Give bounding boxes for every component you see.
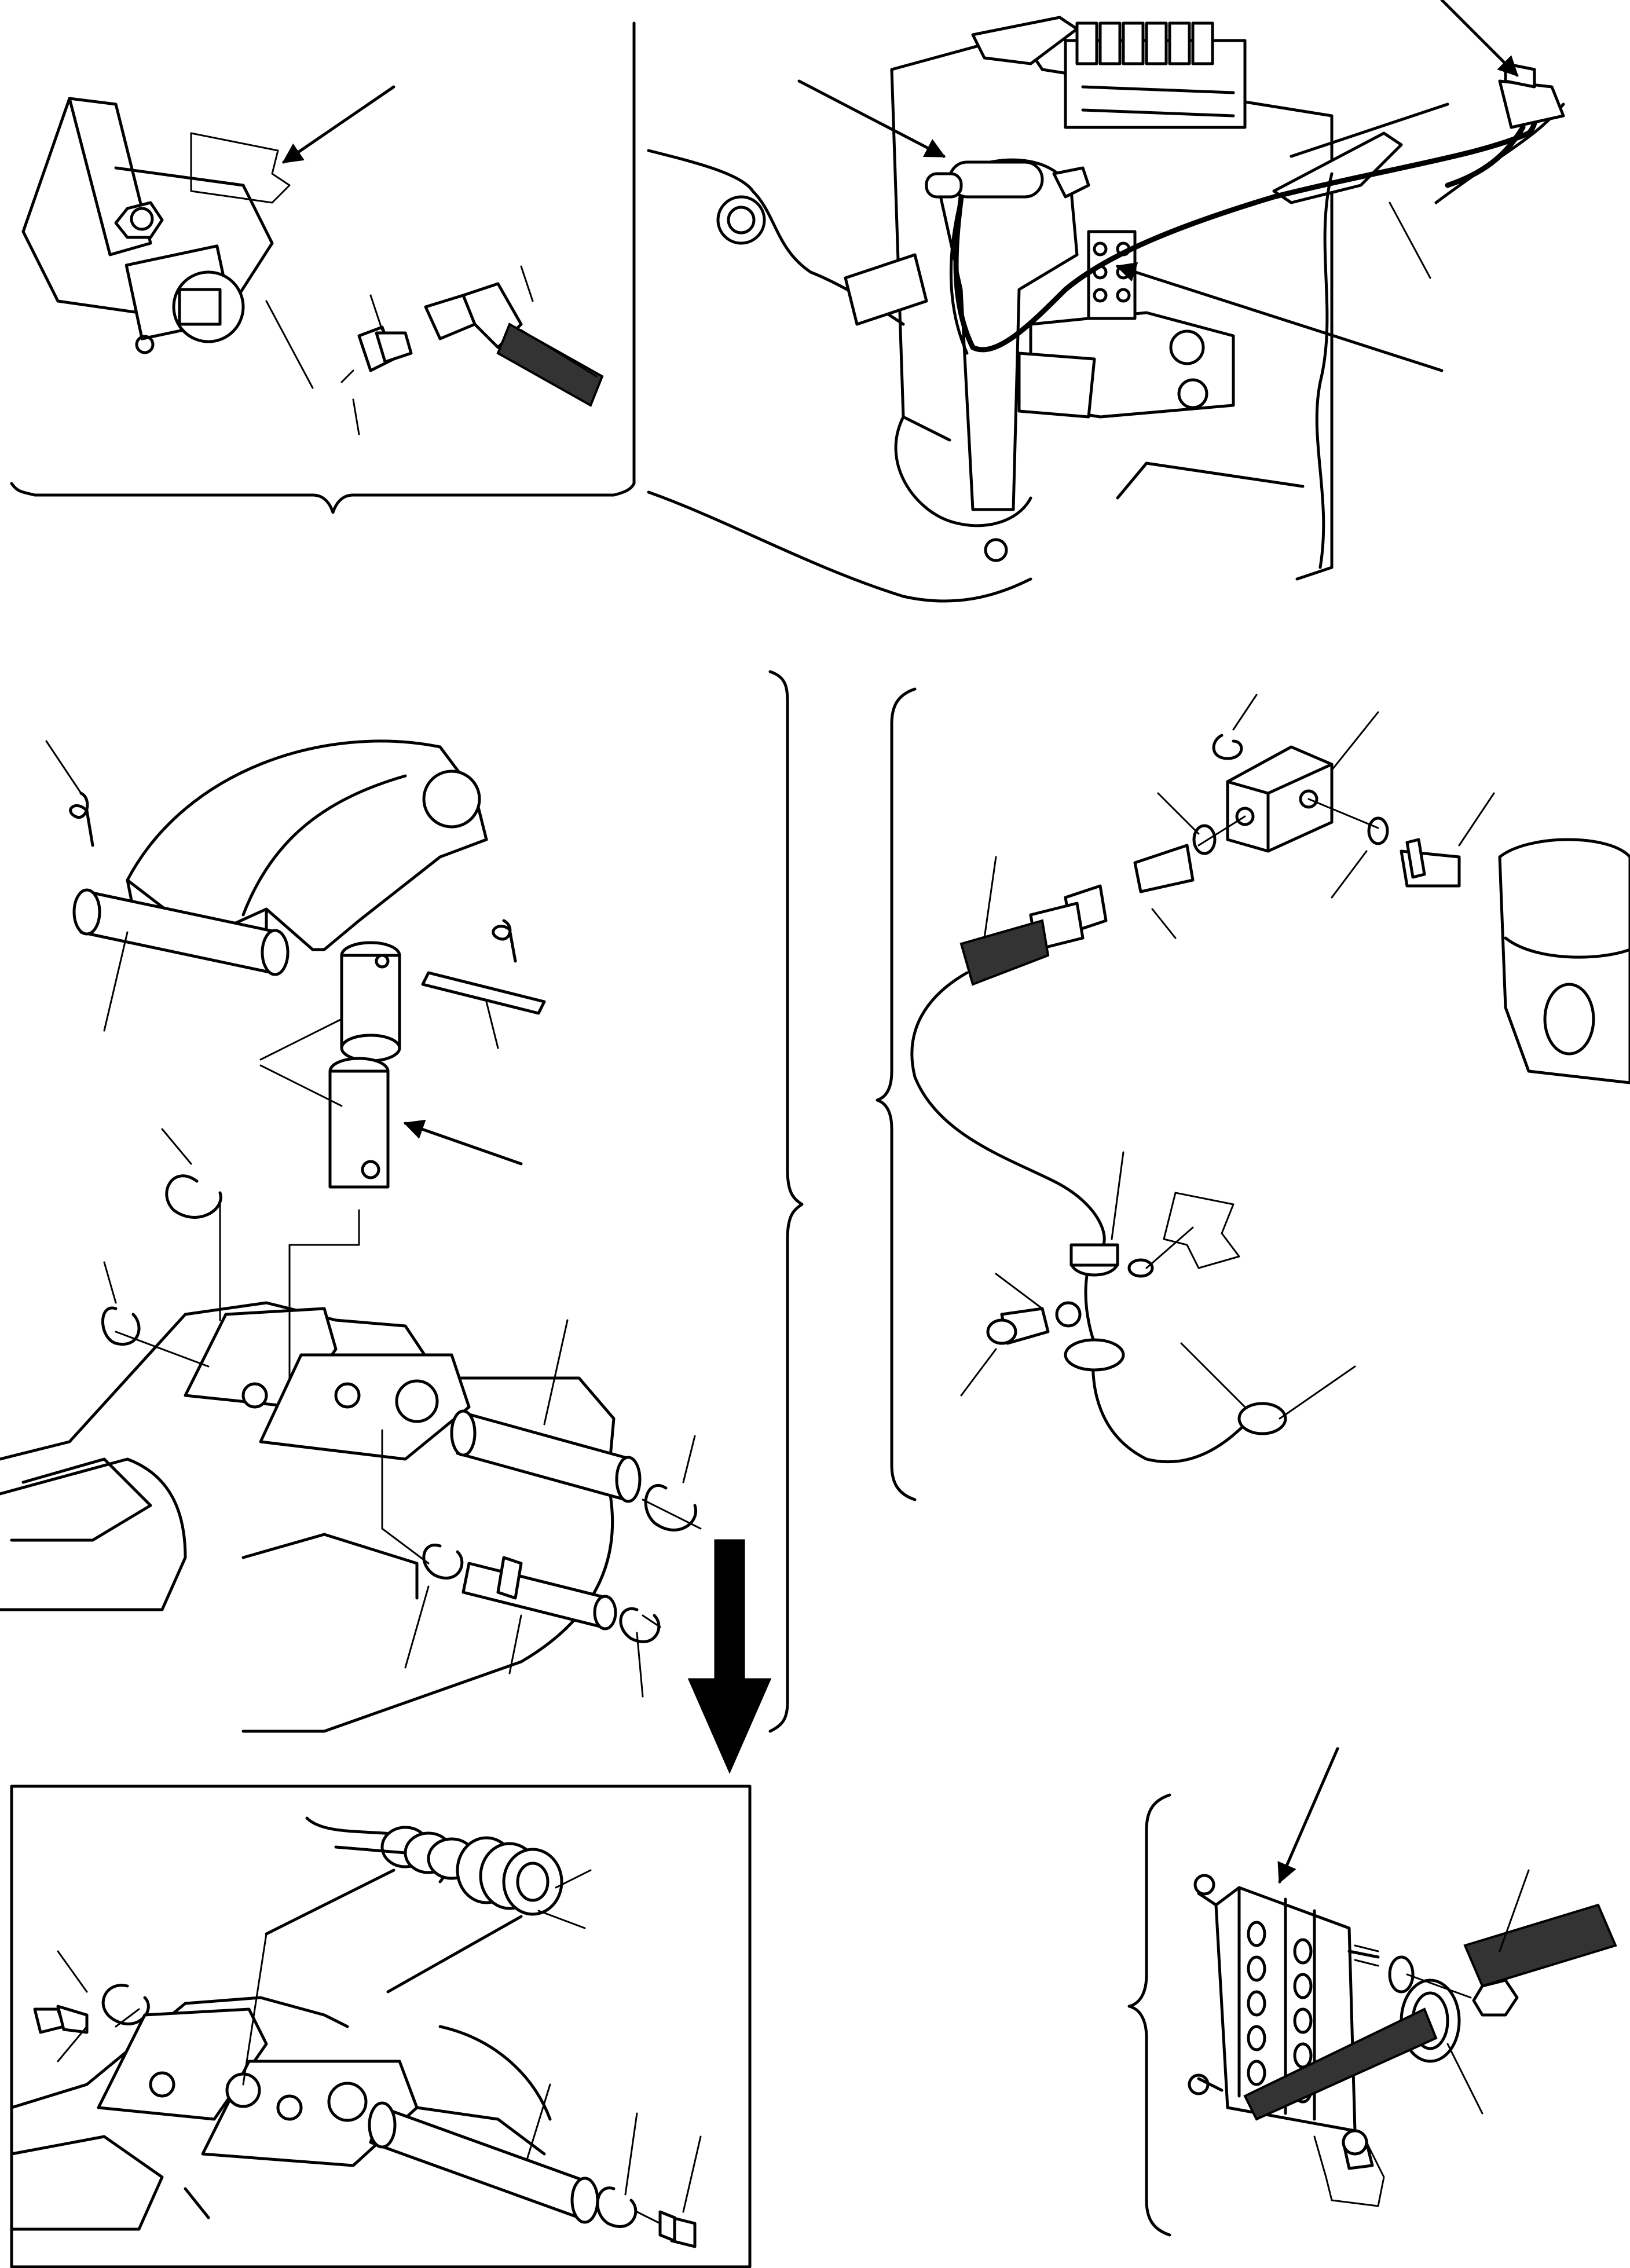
brace-icon [876, 687, 917, 1501]
latch-hook [126, 739, 488, 951]
panel-valve-fitting-detail [10, 21, 636, 514]
large-down-arrow-icon [687, 1539, 772, 1774]
callout-arrow-icon [282, 85, 395, 164]
callout-arrow-icon [403, 1119, 523, 1166]
panel-latch-pin-exploded [0, 670, 804, 1733]
cable-clamp [986, 1243, 1287, 1435]
panel-sensor-cable [876, 687, 1630, 1501]
brace-icon [1127, 1793, 1171, 2237]
hinge-pin [72, 888, 290, 976]
brace-icon [10, 482, 636, 514]
spring-pin [368, 2101, 599, 2224]
brace-icon [768, 670, 804, 1733]
control-valve-stack [1064, 21, 1247, 129]
small-pin [461, 1556, 617, 1631]
cable-connector [959, 884, 1108, 986]
vertical-pin [328, 941, 401, 1189]
panel-machine-overview [647, 0, 1565, 603]
torsion-spring [265, 1816, 563, 1994]
callout-arrow-icon [1277, 1747, 1339, 1884]
panel-terminal-block [1127, 1747, 1617, 2237]
sensor-block [1226, 745, 1334, 853]
callout-arrow-icon [1440, 0, 1519, 77]
latch-pin-assembly [948, 160, 1044, 199]
panel-spring-detail [10, 1785, 752, 2268]
grommet-pipe [1243, 1903, 1617, 2121]
callout-arrow-icon [1115, 262, 1444, 372]
large-pin [450, 1409, 642, 1503]
callout-arrow-icon [797, 79, 946, 158]
elbow-fitting [357, 282, 604, 407]
detail-frame [10, 1785, 752, 2268]
hydraulic-block [1087, 230, 1137, 320]
